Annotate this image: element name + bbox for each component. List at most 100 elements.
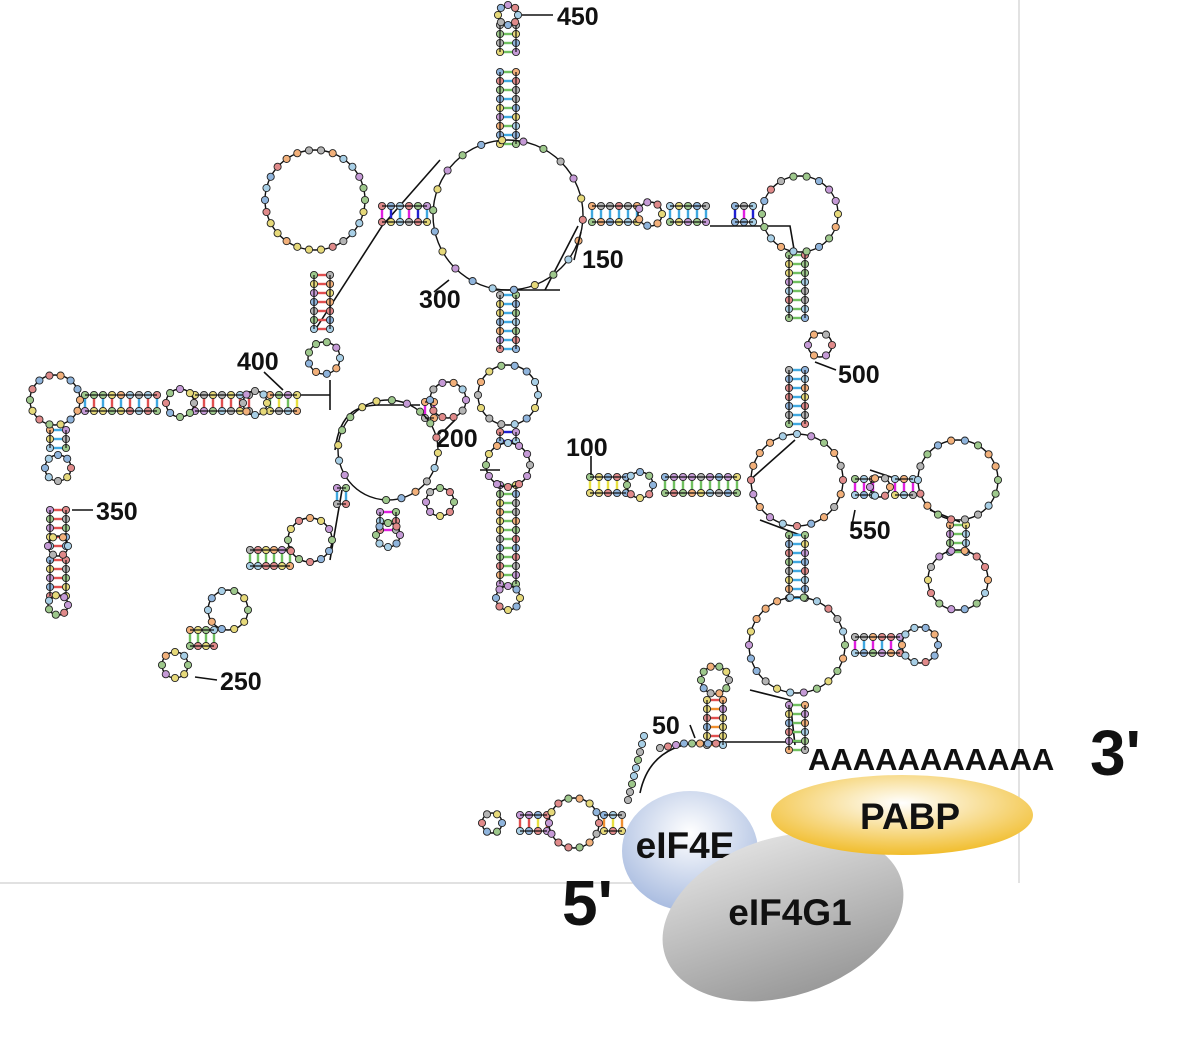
loop-nucleotide: [35, 415, 44, 424]
linker-nucleotide: [703, 739, 713, 748]
loop-nucleotide: [554, 838, 563, 847]
loop-nucleotide: [870, 491, 880, 500]
loop-nucleotide: [45, 420, 54, 429]
loop-nucleotide: [523, 471, 532, 481]
loop-nucleotide: [497, 420, 506, 429]
loop-nucleotide: [622, 480, 632, 490]
loop-nucleotide: [812, 597, 821, 606]
loop-nucleotide: [443, 166, 452, 175]
loop-nucleotide: [359, 183, 368, 193]
loop-nucleotide: [930, 651, 939, 660]
loop-nucleotide: [503, 20, 513, 30]
loop-nucleotide: [766, 185, 775, 194]
loop-nucleotide: [493, 10, 503, 20]
loop-nucleotide: [973, 441, 983, 450]
linker-nucleotide: [633, 755, 643, 765]
loop-nucleotide: [230, 624, 239, 634]
loop-nucleotide: [492, 441, 502, 450]
linker-nucleotide: [623, 795, 633, 805]
loop-nucleotide: [512, 602, 521, 611]
position-labels: 450 150 300 400 200 100 500 350 550 250 …: [96, 3, 891, 740]
loop-nucleotide: [778, 519, 787, 528]
loop-nucleotide: [387, 396, 396, 405]
loop-nucleotide: [243, 605, 253, 615]
loop-nucleotide: [960, 436, 969, 445]
loop-nucleotide: [44, 473, 53, 482]
loop-nucleotide: [821, 351, 831, 360]
loop-nucleotide: [752, 614, 761, 624]
loop-nucleotide: [819, 513, 829, 522]
loop-nucleotide: [645, 471, 654, 480]
pabp-shape: [771, 775, 1033, 855]
loop-nucleotide: [643, 198, 652, 207]
loop-nucleotide: [648, 480, 658, 490]
loop-nucleotide: [481, 460, 491, 470]
rna-loops: [25, 0, 1003, 852]
loop-nucleotide: [706, 662, 715, 671]
loop-nucleotide: [831, 196, 840, 206]
loop-nucleotide: [348, 162, 357, 171]
linker-nucleotide: [625, 787, 635, 797]
loop-nucleotide: [722, 667, 731, 676]
loop-nucleotide: [438, 247, 447, 256]
loop-nucleotide: [397, 494, 406, 503]
loop-nucleotide: [947, 436, 956, 445]
loop-nucleotide: [824, 677, 833, 686]
loop-nucleotide: [947, 546, 956, 555]
loop-nucleotide: [495, 585, 504, 594]
loop-nucleotide: [778, 432, 787, 441]
loop-nucleotide: [382, 495, 391, 505]
loop-nucleotide: [185, 408, 194, 417]
loop-nucleotide: [305, 557, 315, 567]
position-label-350: 350: [96, 498, 138, 526]
loop-nucleotide: [786, 593, 795, 602]
loop-nucleotide: [430, 227, 439, 236]
loop-nucleotide: [293, 242, 302, 251]
loop-nucleotide: [803, 340, 813, 350]
loop-backbone: [432, 139, 584, 291]
loop-nucleotide: [402, 399, 411, 408]
loop-nucleotide: [445, 507, 454, 516]
loop-nucleotide: [355, 172, 364, 181]
loop-nucleotide: [346, 413, 355, 422]
linker-nucleotide: [671, 740, 681, 750]
loop-nucleotide: [429, 206, 438, 215]
loop-nucleotide: [699, 684, 708, 693]
loop-nucleotide: [266, 172, 275, 181]
loop-nucleotide: [746, 627, 755, 636]
loop-nucleotide: [773, 597, 782, 606]
loop-nucleotide: [921, 623, 930, 632]
loop-nucleotide: [305, 513, 315, 523]
loop-nucleotide: [435, 511, 445, 521]
loop-nucleotide: [175, 384, 185, 394]
loop-nucleotide: [482, 827, 492, 836]
protein-eif4g1: eIF4G1: [662, 832, 904, 1002]
loop-nucleotide: [392, 522, 401, 531]
loop-nucleotide: [827, 340, 837, 350]
loop-nucleotide: [438, 413, 447, 422]
loop-nucleotide: [746, 475, 756, 485]
loop-nucleotide: [577, 194, 586, 203]
loop-nucleotide: [339, 237, 348, 246]
loop-nucleotide: [930, 630, 939, 639]
loop-nucleotide: [933, 441, 943, 450]
loop-nucleotide: [250, 386, 260, 396]
loop-nucleotide: [445, 488, 454, 497]
loop-nucleotide: [338, 426, 347, 435]
loop-nucleotide: [509, 285, 518, 294]
loop-nucleotide: [544, 818, 554, 828]
loop-nucleotide: [45, 371, 54, 380]
loop-nucleotide: [421, 497, 431, 507]
loop-nucleotide: [170, 647, 180, 657]
position-label-550: 550: [849, 517, 891, 545]
loop-nucleotide: [503, 581, 513, 591]
loop-nucleotide: [383, 542, 393, 552]
loop-nucleotide: [392, 539, 401, 548]
loop-nucleotide: [744, 640, 754, 650]
loop-nucleotide: [58, 550, 68, 559]
loop-nucleotide: [497, 361, 506, 370]
loop-nucleotide: [765, 438, 775, 447]
loop-nucleotide: [807, 432, 816, 441]
loop-nucleotide: [722, 684, 731, 693]
loop-nucleotide: [53, 476, 63, 486]
